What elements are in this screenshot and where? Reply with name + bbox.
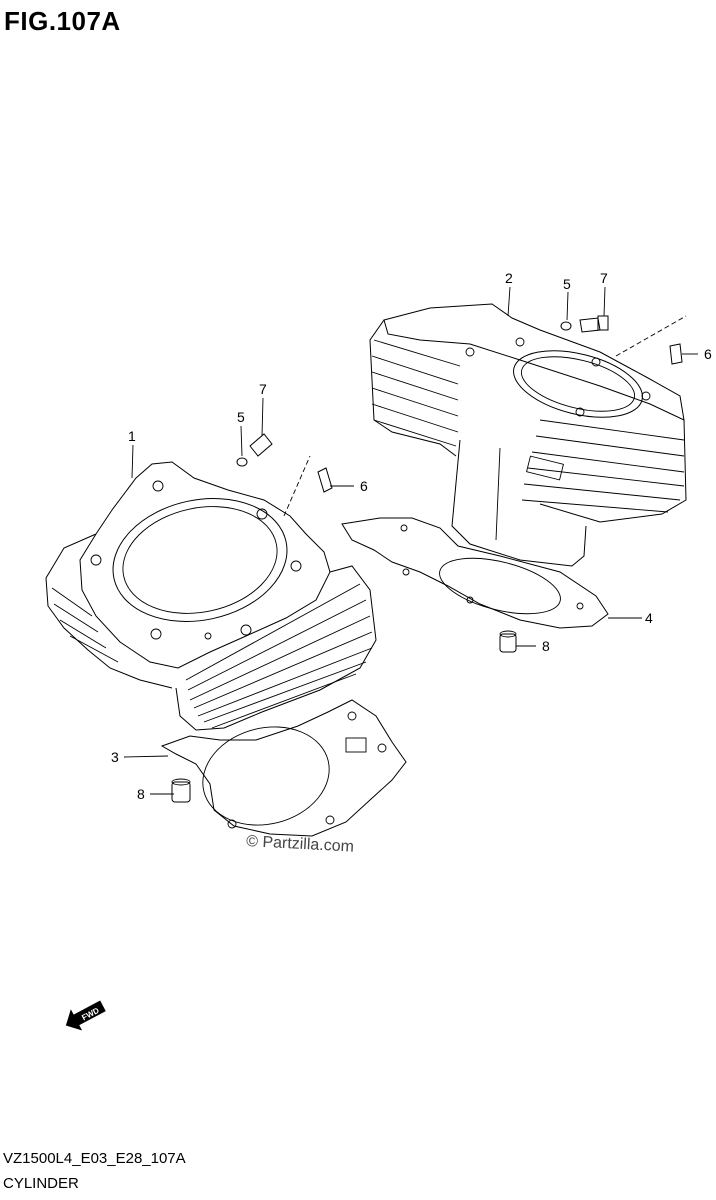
bolt-icon bbox=[579, 315, 609, 333]
callout-7-front: 7 bbox=[259, 381, 267, 397]
callout-8-front: 8 bbox=[137, 786, 145, 802]
callout-3: 3 bbox=[111, 749, 119, 765]
callout-5-rear: 5 bbox=[563, 276, 571, 292]
callout-1: 1 bbox=[128, 428, 136, 444]
figure-name: CYLINDER bbox=[3, 1175, 79, 1192]
washer-icon bbox=[560, 321, 572, 331]
forward-arrow-icon: FWD bbox=[65, 1000, 106, 1031]
callout-5-front: 5 bbox=[237, 409, 245, 425]
front-cylinder bbox=[45, 461, 377, 731]
figure-title: FIG.107A bbox=[4, 6, 121, 36]
callout-6-front: 6 bbox=[360, 478, 368, 494]
callout-2: 2 bbox=[505, 270, 513, 286]
callout-6-rear: 6 bbox=[704, 346, 712, 362]
leader-lines bbox=[123, 286, 698, 795]
callout-7-rear: 7 bbox=[600, 270, 608, 286]
callout-4: 4 bbox=[645, 610, 653, 626]
front-base-gasket bbox=[160, 699, 407, 837]
dowel-pin-icon bbox=[669, 343, 683, 365]
callout-8-rear: 8 bbox=[542, 638, 550, 654]
dowel-pin-icon bbox=[317, 467, 333, 493]
rear-cylinder bbox=[369, 303, 687, 567]
dowel-pin-icon bbox=[499, 630, 517, 653]
dowel-pin-icon bbox=[171, 778, 191, 803]
watermark: © Partzilla.com bbox=[246, 833, 355, 856]
bolt-icon bbox=[249, 433, 273, 457]
figure-code: VZ1500L4_E03_E28_107A bbox=[3, 1150, 186, 1167]
rear-base-gasket bbox=[341, 517, 609, 629]
washer-icon bbox=[236, 457, 248, 467]
